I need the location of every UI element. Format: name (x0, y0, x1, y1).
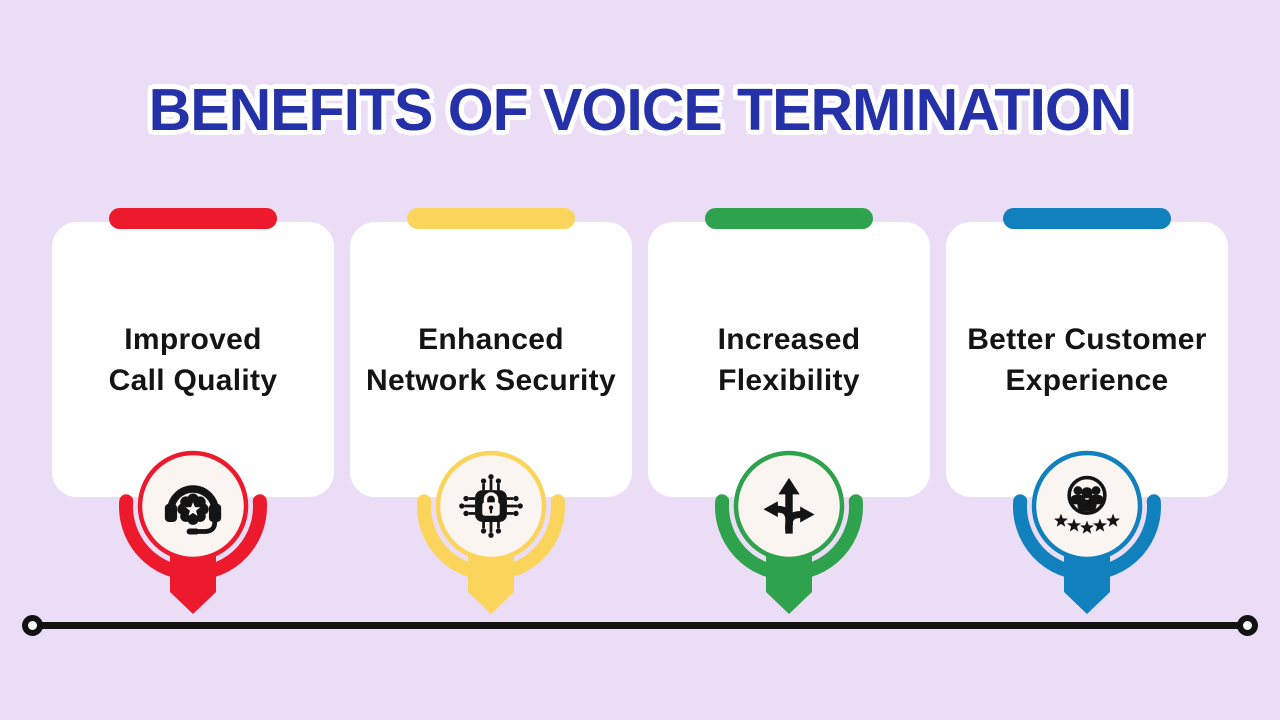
icon-marker (704, 446, 874, 621)
card-title: Improved Call Quality (62, 222, 324, 497)
card-title-line: Enhanced (418, 322, 564, 356)
card-title-line: Experience (1005, 363, 1169, 397)
benefit-card-better-customer-experience: Better Customer Experience (946, 208, 1228, 614)
encrypted-chip-icon (417, 450, 565, 614)
cards-row: Improved Call Quality (0, 208, 1280, 614)
icon-marker (406, 446, 576, 621)
card-title-line: Better Customer (967, 322, 1207, 356)
benefit-card-enhanced-network-security: Enhanced Network Security (350, 208, 632, 614)
icon-marker (108, 446, 278, 621)
card-accent-pill (109, 208, 277, 229)
card-title-line: Call Quality (108, 363, 278, 397)
card-accent-pill (705, 208, 873, 229)
icon-marker (1002, 446, 1172, 621)
three-way-arrows-icon (715, 450, 863, 614)
card-accent-pill (1003, 208, 1171, 229)
card-title: Enhanced Network Security (360, 222, 622, 497)
card-title-line: Improved (124, 322, 262, 356)
customer-rating-icon (1013, 450, 1161, 614)
card-title: Better Customer Experience (956, 222, 1218, 497)
benefit-card-increased-flexibility: Increased Flexibility (648, 208, 930, 614)
timeline-left-endpoint (22, 615, 43, 636)
benefit-card-improved-call-quality: Improved Call Quality (52, 208, 334, 614)
timeline-line (36, 622, 1244, 629)
card-title-line: Flexibility (718, 363, 860, 397)
card-accent-pill (407, 208, 575, 229)
timeline-right-endpoint (1237, 615, 1258, 636)
card-title-line: Network Security (366, 363, 616, 397)
headset-support-icon (119, 450, 267, 614)
page-title: BENEFITS OF VOICE TERMINATION (148, 77, 1133, 143)
card-title: Increased Flexibility (658, 222, 920, 497)
card-title-line: Increased (717, 322, 861, 356)
